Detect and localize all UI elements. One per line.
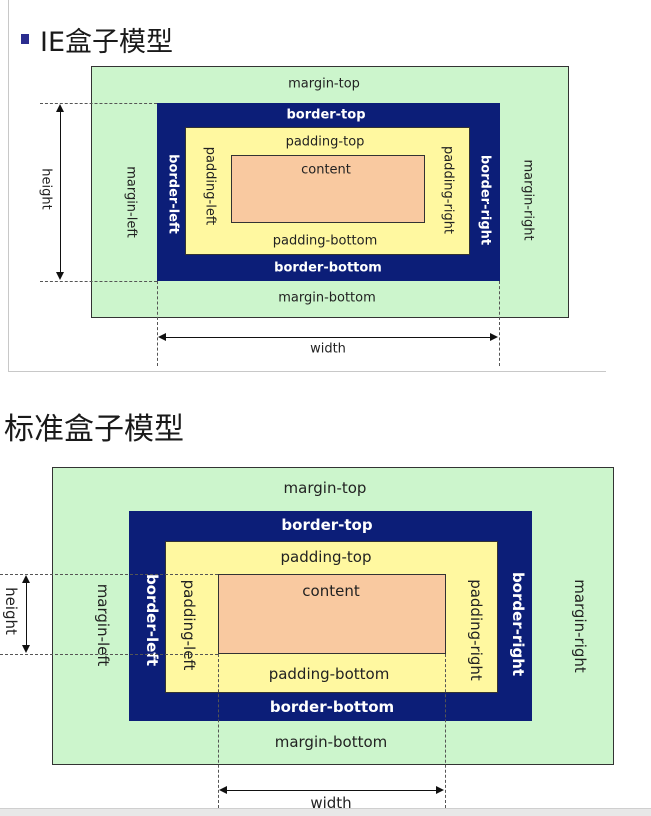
bottom-scroll-strip [0, 808, 651, 816]
bullet-icon [21, 34, 29, 44]
std-height-arrow-up-icon [22, 575, 30, 583]
ie-border-bottom-label: border-bottom [274, 260, 382, 276]
ie-height-line [60, 106, 61, 278]
std-width-line [221, 790, 442, 791]
ie-margin-bottom-label: margin-bottom [278, 290, 376, 306]
ie-content-box [231, 155, 425, 223]
ie-margin-left-label: margin-left [123, 166, 139, 238]
ie-content-label: content [301, 162, 351, 178]
std-padding-bottom-label: padding-bottom [268, 665, 390, 683]
std-width-guide-left [218, 654, 219, 808]
ie-border-top-label: border-top [286, 107, 366, 123]
ie-width-line [160, 337, 496, 338]
ie-padding-left-label: padding-left [202, 146, 218, 226]
std-height-guide-top [0, 574, 218, 575]
ie-model-title: IE盒子模型 [40, 27, 174, 58]
ie-height-guide-bottom [40, 281, 157, 282]
ie-model-panel [8, 0, 606, 372]
ie-width-guide-right [499, 281, 500, 366]
std-width-arrow-left-icon [219, 786, 227, 794]
std-border-top-label: border-top [281, 516, 373, 534]
ie-padding-top-label: padding-top [285, 134, 365, 150]
std-width-guide-right [445, 654, 446, 808]
ie-border-left-label: border-left [165, 154, 181, 234]
ie-margin-top-label: margin-top [288, 76, 360, 92]
std-border-left-label: border-left [143, 574, 161, 666]
std-width-label: width [310, 794, 352, 812]
std-border-bottom-label: border-bottom [269, 698, 395, 716]
std-border-right-label: border-right [509, 571, 527, 677]
std-content-box [218, 574, 446, 654]
ie-width-guide-left [157, 281, 158, 366]
std-padding-right-label: padding-right [467, 579, 485, 681]
ie-width-arrow-left-icon [158, 333, 166, 341]
std-margin-top-label: margin-top [283, 479, 367, 497]
ie-padding-bottom-label: padding-bottom [272, 233, 378, 249]
std-padding-left-label: padding-left [180, 579, 198, 671]
std-height-arrow-down-icon [22, 645, 30, 653]
ie-height-arrow-up-icon [56, 104, 64, 112]
ie-height-label: height [38, 168, 54, 210]
ie-height-arrow-down-icon [56, 272, 64, 280]
std-margin-bottom-label: margin-bottom [274, 733, 388, 751]
std-margin-right-label: margin-right [571, 579, 589, 673]
std-height-label: height [2, 587, 20, 635]
std-content-label: content [302, 582, 360, 600]
ie-padding-right-label: padding-right [440, 145, 456, 235]
std-height-line [26, 577, 27, 651]
std-width-arrow-right-icon [436, 786, 444, 794]
standard-model-title: 标准盒子模型 [4, 412, 184, 447]
ie-border-right-label: border-right [477, 154, 493, 246]
ie-width-label: width [310, 341, 346, 357]
std-height-guide-bottom [0, 654, 218, 655]
std-padding-top-label: padding-top [280, 548, 372, 566]
ie-width-arrow-right-icon [490, 333, 498, 341]
ie-margin-right-label: margin-right [520, 159, 536, 241]
ie-height-guide-top [40, 103, 157, 104]
